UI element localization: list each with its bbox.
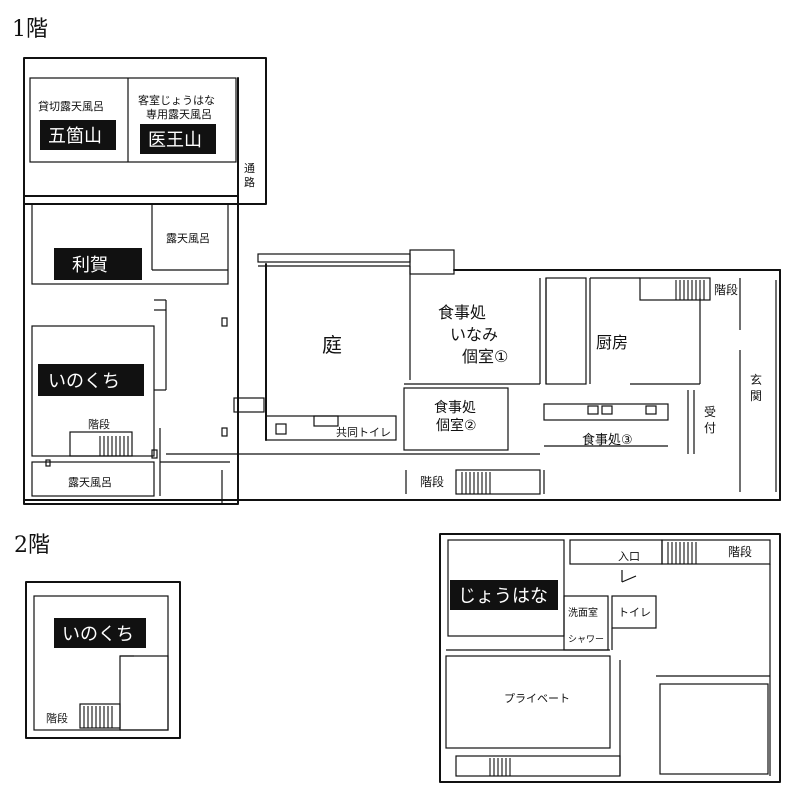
second-floor-johana xyxy=(439,533,781,783)
bottom-stairs-label: 階段 xyxy=(420,474,444,489)
passage-char-1: 通 xyxy=(244,162,255,175)
johana-label-bg xyxy=(450,580,558,610)
garden-label: 庭 xyxy=(322,333,342,357)
iozen-caption-2: 専用露天風呂 xyxy=(146,108,212,121)
second-floor-title: 2階 xyxy=(14,533,50,558)
johana-toilet: トイレ xyxy=(618,606,651,619)
iozen-caption-1: 客室じょうはな xyxy=(138,93,215,107)
gokayama-name: 五箇山 xyxy=(48,126,102,147)
reception-char-1: 受 xyxy=(704,405,716,419)
johana-entrance: 入口 xyxy=(618,550,640,563)
johana-private: プライベート xyxy=(504,692,570,705)
iozen-name: 医王山 xyxy=(148,130,202,151)
private2-line-2: 個室② xyxy=(436,417,477,434)
toga-name: 利賀 xyxy=(72,255,108,276)
inokuchi2-name: いのくち xyxy=(62,624,134,645)
second-floor-inokuchi xyxy=(25,581,181,739)
inokuchi-label-bg xyxy=(38,364,144,396)
entrance-char-1: 玄 xyxy=(750,372,762,387)
toga-bath: 露天風呂 xyxy=(166,232,210,245)
inami-line-2: いなみ xyxy=(450,325,498,344)
toga-label-bg xyxy=(54,248,142,280)
first-floor-main-building xyxy=(23,249,781,501)
kitchen-label: 厨房 xyxy=(596,333,628,352)
inokuchi-stairs: 階段 xyxy=(88,417,110,431)
shared-toilet-label: 共同トイレ xyxy=(336,426,391,439)
inokuchi-name: いのくち xyxy=(48,371,120,392)
inokuchi2-stairs: 階段 xyxy=(46,711,68,725)
iozen-label-bg xyxy=(140,124,216,154)
johana-washroom: 洗面室 xyxy=(568,606,598,619)
dining3-label: 食事処③ xyxy=(582,432,633,448)
first-floor-title: 1階 xyxy=(12,17,48,42)
inokuchi-bath: 露天風呂 xyxy=(68,476,112,489)
inokuchi2-label-bg xyxy=(54,618,146,648)
entrance-char-2: 関 xyxy=(750,389,762,403)
johana-name: じょうはな xyxy=(458,586,548,607)
johana-shower: シャワー xyxy=(568,635,604,645)
passage-char-2: 路 xyxy=(244,176,255,189)
inami-line-3: 個室① xyxy=(462,347,508,366)
johana-stairs: 階段 xyxy=(728,544,752,559)
right-stairs-label: 階段 xyxy=(714,282,738,297)
first-floor-left-wing xyxy=(23,57,267,505)
private2-line-1: 食事処 xyxy=(434,399,476,416)
gokayama-caption: 貸切露天風呂 xyxy=(38,99,104,113)
reception-char-2: 付 xyxy=(704,421,716,435)
gokayama-label-bg xyxy=(40,120,116,150)
inami-line-1: 食事処 xyxy=(438,303,486,322)
